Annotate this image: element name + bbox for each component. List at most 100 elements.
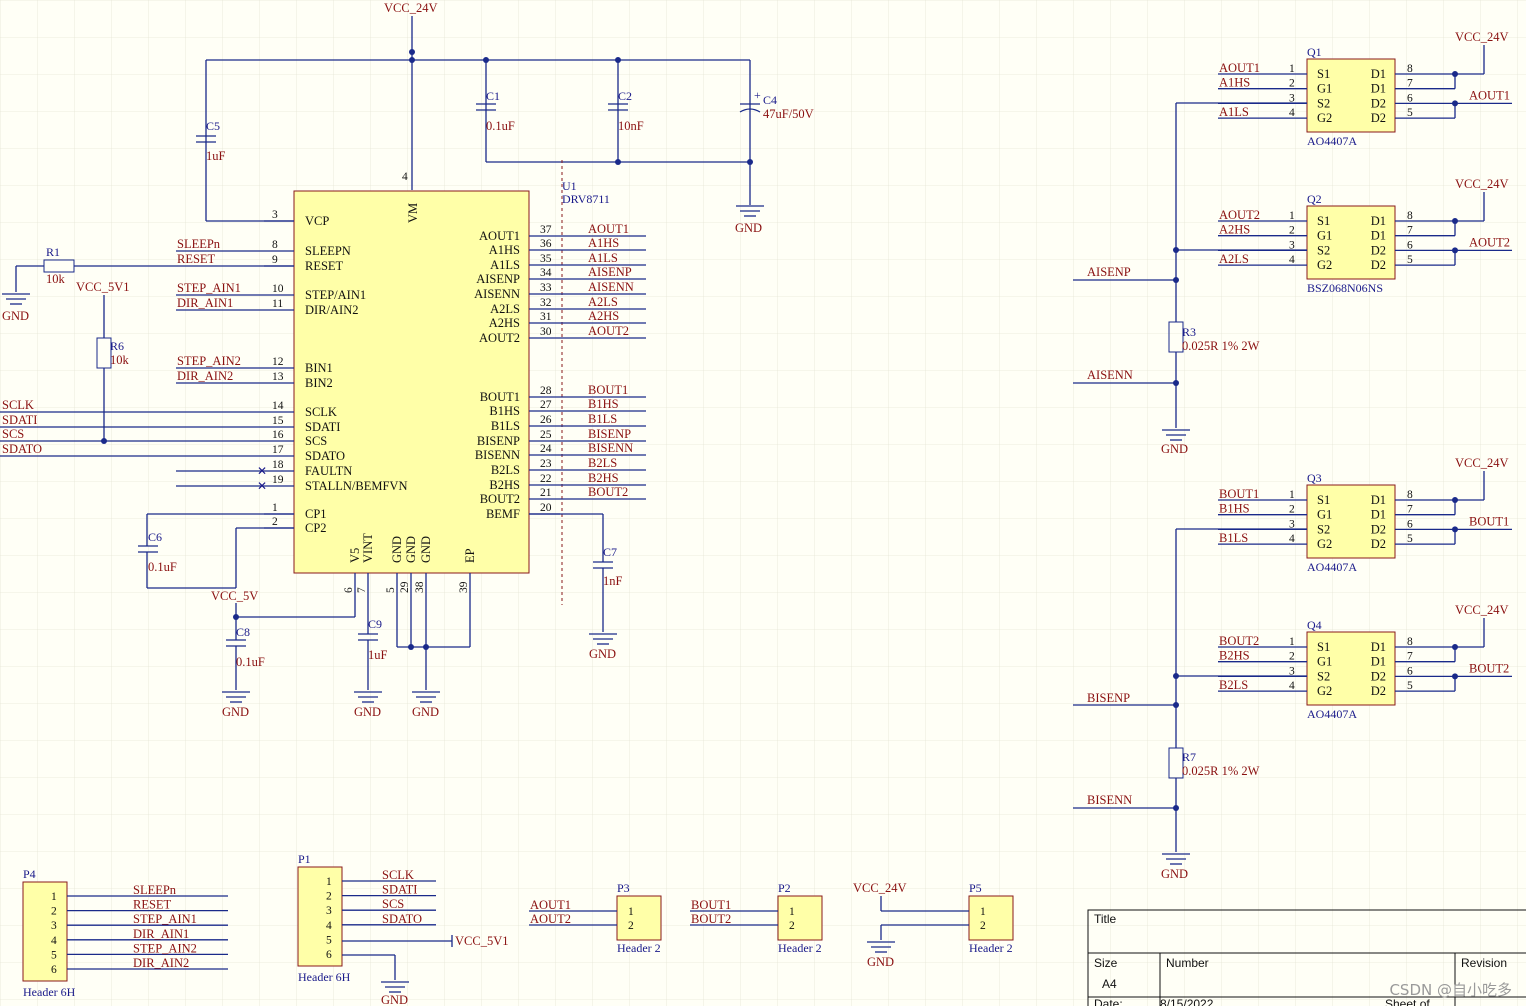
net-label: A1HS (588, 236, 619, 250)
u1-pin-num: 35 (540, 253, 552, 265)
svg-text:G2: G2 (1317, 258, 1332, 272)
svg-text:3: 3 (1289, 92, 1295, 104)
sense-a: AISENP R3 0.025R 1% 2W AISENN GND (1073, 102, 1307, 456)
vcc-24v-label: VCC_24V (384, 1, 437, 15)
u1-pin-num: 25 (540, 429, 552, 441)
cap-c7: C7 1nF GND (529, 513, 623, 661)
u1-pin-num: 39 (458, 581, 470, 593)
u1-pin-num: 21 (540, 487, 552, 499)
svg-text:R6: R6 (110, 339, 124, 353)
svg-text:AISENP: AISENP (1087, 265, 1131, 279)
svg-text:Header 2: Header 2 (778, 941, 822, 955)
cap-c1: C1 0.1uF (476, 89, 515, 133)
svg-text:AO4407A: AO4407A (1307, 134, 1357, 148)
u1-pin-name: CP1 (305, 507, 327, 521)
svg-text:8/15/2022: 8/15/2022 (1160, 997, 1214, 1006)
svg-text:VCC_24V: VCC_24V (1455, 177, 1508, 191)
svg-text:7: 7 (1407, 504, 1413, 516)
u1-pin-num: 23 (540, 458, 552, 470)
svg-text:10nF: 10nF (618, 119, 644, 133)
svg-text:0.1uF: 0.1uF (148, 560, 177, 574)
svg-text:P5: P5 (969, 881, 982, 895)
svg-text:D2: D2 (1371, 522, 1386, 536)
u1-pin-num: 14 (272, 400, 284, 412)
net-label: AISENP (588, 265, 632, 279)
svg-text:3: 3 (1289, 518, 1295, 530)
u1-drv8711: U1 DRV8711 4 VM (293, 160, 610, 605)
u1-pin-num: 16 (272, 429, 284, 441)
u1-pin-num: 9 (272, 254, 278, 266)
svg-text:P3: P3 (617, 881, 630, 895)
cap-c6: C6 0.1uF (138, 513, 294, 589)
net-label: B2LS (588, 456, 617, 470)
svg-text:4: 4 (1289, 107, 1295, 119)
svg-text:R7: R7 (1182, 750, 1196, 764)
svg-text:3: 3 (326, 905, 332, 917)
svg-text:D1: D1 (1371, 655, 1386, 669)
svg-text:6: 6 (326, 949, 332, 961)
svg-text:+: + (754, 88, 761, 102)
cap-c4: + C4 47uF/50V (739, 88, 814, 121)
svg-text:0.1uF: 0.1uF (486, 119, 515, 133)
svg-text:BISENP: BISENP (1087, 691, 1130, 705)
svg-text:BOUT1: BOUT1 (691, 898, 731, 912)
cap-c9: C9 1uF GND (354, 598, 388, 719)
svg-text:AISENN: AISENN (1087, 368, 1133, 382)
svg-text:G2: G2 (1317, 537, 1332, 551)
svg-text:D1: D1 (1371, 508, 1386, 522)
svg-text:AOUT2: AOUT2 (530, 912, 571, 926)
cap-c2: C2 10nF (608, 89, 644, 133)
svg-text:7: 7 (1407, 651, 1413, 663)
svg-text:GND: GND (222, 705, 249, 719)
svg-text:S2: S2 (1317, 669, 1330, 683)
svg-text:VM: VM (406, 203, 420, 223)
net-label: SCS (2, 427, 24, 441)
svg-text:VCC_24V: VCC_24V (1455, 603, 1508, 617)
svg-text:AO4407A: AO4407A (1307, 560, 1357, 574)
svg-text:STEP_AIN2: STEP_AIN2 (133, 941, 197, 955)
svg-text:5: 5 (1407, 254, 1413, 266)
svg-text:5: 5 (51, 949, 57, 961)
resistor-r1: R1 10k (15, 245, 294, 292)
svg-text:G2: G2 (1317, 684, 1332, 698)
svg-text:0.025R 1% 2W: 0.025R 1% 2W (1182, 339, 1260, 353)
svg-text:VCC_5V: VCC_5V (211, 589, 258, 603)
svg-text:5: 5 (1407, 680, 1413, 692)
u1-pin-name: AISENN (474, 287, 520, 301)
svg-text:6: 6 (1407, 665, 1413, 677)
u1-pin-num: 29 (399, 581, 411, 593)
u1-pin-num: 18 (272, 459, 284, 471)
svg-text:10k: 10k (110, 353, 130, 367)
svg-text:C5: C5 (206, 119, 220, 133)
svg-text:4: 4 (1289, 533, 1295, 545)
svg-text:2: 2 (1289, 504, 1295, 516)
svg-text:2: 2 (326, 891, 332, 903)
u1-pin-name: RESET (305, 259, 344, 273)
svg-text:AOUT2: AOUT2 (1219, 208, 1260, 222)
u1-pin-name: STALLN/BEMFVN (305, 479, 407, 493)
svg-text:VCC_24V: VCC_24V (1455, 456, 1508, 470)
u1-pin-name: DIR/AIN2 (305, 303, 358, 317)
svg-text:Sheet of: Sheet of (1385, 997, 1430, 1006)
u1-pin-num: 33 (540, 282, 552, 294)
svg-text:G1: G1 (1317, 82, 1332, 96)
gnd-r1: GND (2, 293, 30, 323)
u1-pin-num: 3 (272, 209, 278, 221)
svg-text:GND: GND (354, 705, 381, 719)
svg-text:6: 6 (1407, 518, 1413, 530)
u1-pin-num: 11 (272, 298, 283, 310)
no-connect-icon: ✕ (257, 479, 267, 493)
header-p5: P5 Header 2 VCC_24V GND (853, 881, 1014, 969)
svg-text:3: 3 (1289, 239, 1295, 251)
svg-text:D2: D2 (1371, 258, 1386, 272)
svg-text:1: 1 (1289, 489, 1295, 501)
net-label: DIR_AIN2 (177, 369, 233, 383)
u1-pin-name: SLEEPN (305, 244, 351, 258)
svg-text:GND: GND (589, 647, 616, 661)
net-label: BOUT1 (588, 383, 628, 397)
title-block: Title Size A4 Number Revision Date: 8/15… (1087, 909, 1526, 1006)
svg-text:AO4407A: AO4407A (1307, 707, 1357, 721)
svg-text:D2: D2 (1371, 684, 1386, 698)
